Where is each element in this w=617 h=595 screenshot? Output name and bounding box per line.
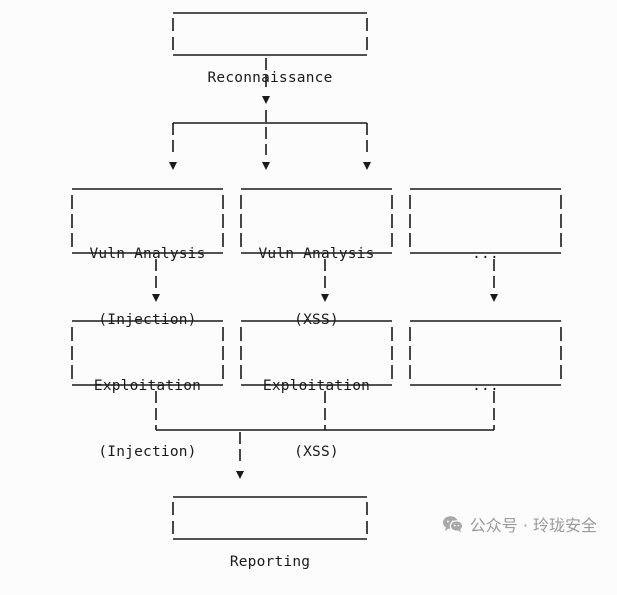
flow-diagram (71, 12, 562, 540)
wechat-icon (442, 515, 464, 533)
node-vuln-more-label: ... (472, 246, 499, 262)
arrow-down-icon (321, 294, 329, 302)
box-recon-outline (172, 12, 368, 56)
node-exploit-xss-subtitle: (XSS) (294, 444, 339, 460)
box-reporting-outline (172, 496, 368, 540)
node-reporting: Reporting (173, 507, 367, 595)
node-vuln-xss: Vuln Analysis (XSS) (241, 199, 392, 353)
watermark: 公众号 · 玲珑安全 (442, 512, 597, 536)
node-vuln-injection-title: Vuln Analysis (89, 246, 206, 262)
node-vuln-more: ... (410, 199, 561, 287)
node-vuln-xss-subtitle: (XSS) (294, 312, 339, 328)
node-exploit-injection-subtitle: (Injection) (98, 444, 197, 460)
watermark-text: 公众号 · 玲珑安全 (469, 516, 597, 535)
arrow-down-icon (236, 471, 244, 479)
box-vuln-xss-outline (240, 188, 393, 254)
node-exploit-injection: Exploitation (Injection) (72, 331, 223, 485)
box-exploit-xss-outline (240, 320, 393, 386)
arrow-down-icon (169, 162, 177, 170)
box-vuln-injection-outline (71, 188, 224, 254)
node-vuln-injection-subtitle: (Injection) (98, 312, 197, 328)
node-exploit-xss: Exploitation (XSS) (241, 331, 392, 485)
node-reporting-label: Reporting (229, 554, 311, 570)
arrow-down-icon (262, 96, 270, 104)
arrow-down-icon (363, 162, 371, 170)
node-vuln-injection: Vuln Analysis (Injection) (72, 199, 223, 353)
arrow-down-icon (262, 162, 270, 170)
connector-split (172, 110, 368, 155)
connector-merge (155, 391, 495, 465)
arrow-down-icon (152, 294, 160, 302)
node-vuln-xss-title: Vuln Analysis (258, 246, 375, 262)
node-exploit-xss-title: Exploitation (262, 378, 371, 394)
node-exploit-injection-title: Exploitation (93, 378, 202, 394)
box-exploit-more-outline (409, 320, 562, 386)
arrow-down-icon (490, 294, 498, 302)
box-exploit-injection-outline (71, 320, 224, 386)
node-recon: Reconnaissance (173, 23, 367, 111)
node-exploit-more: ... (410, 331, 561, 419)
node-exploit-more-label: ... (472, 378, 499, 394)
node-recon-label: Reconnaissance (207, 70, 333, 86)
box-vuln-more-outline (409, 188, 562, 254)
